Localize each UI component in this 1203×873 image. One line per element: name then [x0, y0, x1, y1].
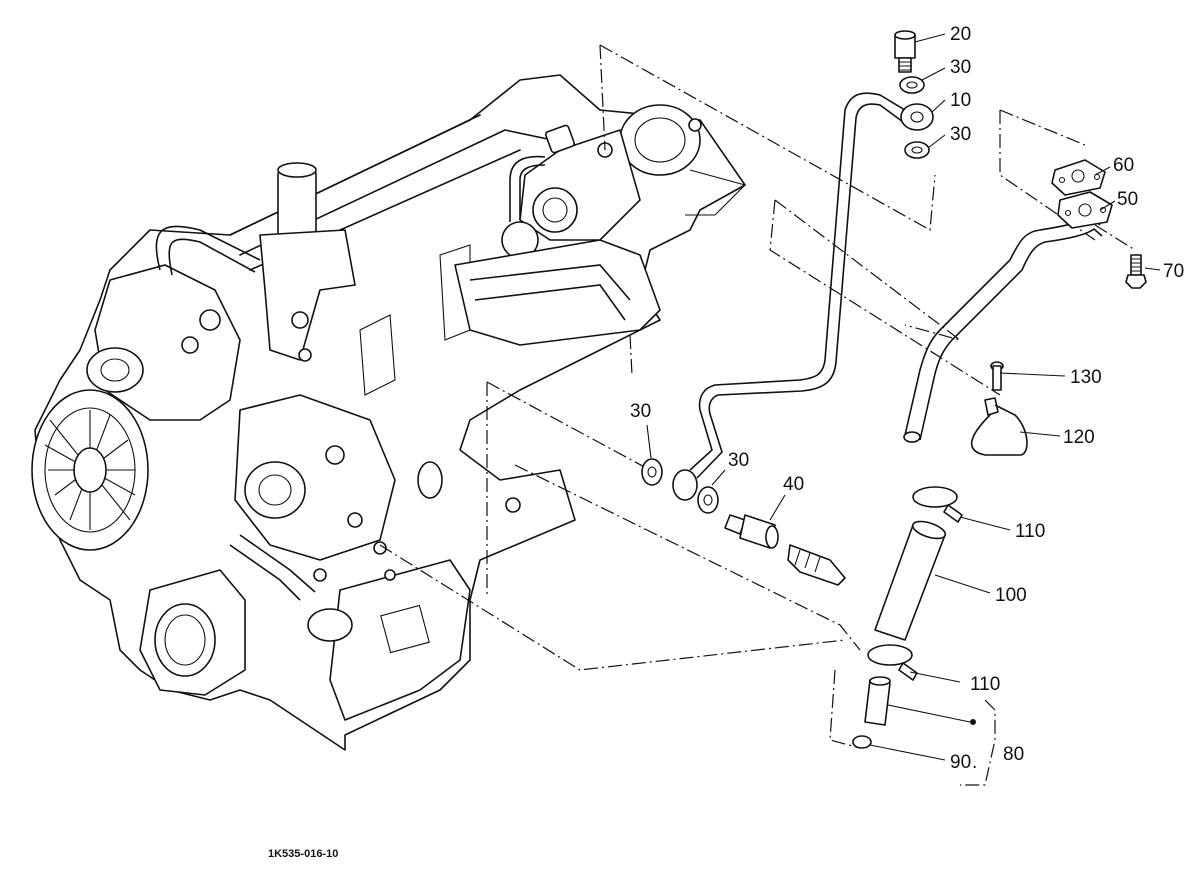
part-30-washer-right [697, 486, 719, 514]
part-50-flange [1057, 191, 1113, 229]
part-30-washer-left [641, 458, 663, 486]
pipe-banjo-eye [672, 469, 698, 501]
part-110-clamp-lower [867, 644, 918, 681]
oil-pipes [689, 92, 1103, 479]
callout-60: 60 [1113, 155, 1134, 176]
callout-30-d: 30 [728, 450, 749, 471]
callout-130: 130 [1070, 367, 1102, 388]
part-30-washer-upper [899, 76, 925, 94]
callout-70: 70 [1163, 261, 1184, 282]
callout-30-a: 30 [950, 57, 971, 78]
part-110-clamp-upper [912, 486, 963, 523]
drawing-code: 1K535-016-10 [268, 848, 338, 860]
part-40-joint-bolt [724, 514, 846, 586]
part-60-gasket [1051, 159, 1106, 196]
part-70-bolt [1125, 254, 1147, 289]
callout-80: 80 [1003, 744, 1024, 765]
part-80-pipe-assembly [864, 676, 891, 726]
callout-90-dot: . [972, 752, 977, 773]
part-10-banjo-fitting [900, 103, 934, 131]
turbocharger [454, 104, 747, 346]
callout-100: 100 [995, 585, 1027, 606]
callout-90: 90 [950, 752, 971, 773]
callout-20: 20 [950, 24, 971, 45]
group-bracket-80 [960, 699, 996, 786]
callout-labels: 20 30 10 30 60 50 70 130 120 30 30 40 11… [630, 24, 1184, 773]
callout-30-b: 30 [950, 124, 971, 145]
leader-lines [379, 44, 1136, 749]
callout-10: 10 [950, 90, 971, 111]
callout-50: 50 [1117, 189, 1138, 210]
callout-110-b: 110 [970, 674, 1000, 695]
callout-30-c: 30 [630, 401, 651, 422]
part-30-washer-lower [904, 141, 930, 159]
callout-120: 120 [1063, 427, 1095, 448]
part-100-hose [874, 520, 947, 641]
callout-40: 40 [783, 474, 804, 495]
part-20-hollow-bolt [894, 30, 916, 73]
part-130-screw [990, 361, 1004, 391]
part-90-o-ring [852, 735, 872, 749]
group-dot [970, 719, 976, 725]
fan-disc [31, 389, 149, 551]
callout-110-a: 110 [1015, 521, 1045, 542]
part-120-clamp [971, 397, 1028, 456]
engine-assembly [31, 74, 746, 751]
callout-leaders [646, 33, 1161, 761]
